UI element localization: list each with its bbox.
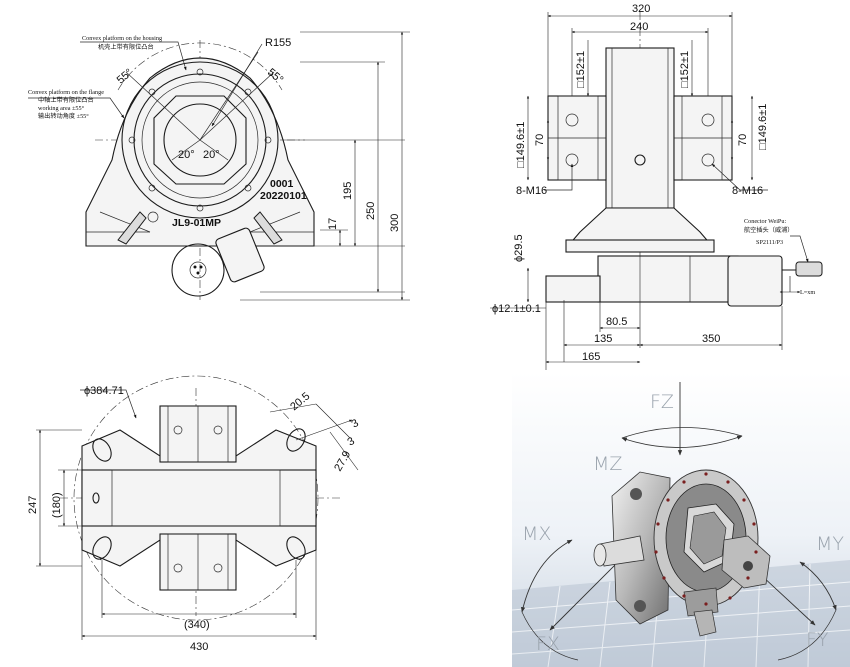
dim-180: (180) [51,492,63,518]
dim-17: 17 [327,218,339,230]
dim-320: 320 [632,3,650,15]
dim-70-left: 70 [534,134,546,146]
axis-label-mx: MX [522,523,551,545]
side-view: 320 240 □152±1 □152±1 □149.6±1 □149.6±1 … [490,3,823,370]
top-view: ϕ384.71 20.5 3 3 27.9 247 (180) (340) 43… [27,375,361,653]
connector-label-cn: 航空插头（威浦） [744,226,794,234]
connector-label-en: Conector WeiPu: [744,218,786,225]
bolt-spec-right: 8-M16 [732,185,763,197]
callout-convex-flange-en: Convex platform on the flange [28,89,104,96]
dim-20-5: 20.5 [288,390,312,413]
axis-label-fy: FY [806,629,829,651]
dim-3-b: 3 [346,435,357,448]
dim-80-5: 80.5 [606,316,627,328]
axis-label-my: MY [816,533,844,555]
dim-165: 165 [582,351,600,363]
dim-247: 247 [27,496,39,514]
slew-drive-3d-render [593,469,771,637]
connector-model: SP2111/P3 [756,239,783,246]
dim-sq1496-left: □149.6±1 [515,122,527,168]
dim-3-a: 3 [350,417,361,430]
callout-working-area-cn: 输出转动角度 ±55° [38,112,89,120]
callout-convex-flange-cn: 中轴上带有限位凸台 [38,96,94,104]
dim-sq1496-right: □149.6±1 [757,104,769,150]
serial-date: 20220101 [260,190,307,202]
dim-sq152-left: □152±1 [575,51,587,88]
dim-phi384-71: ϕ384.71 [84,385,124,397]
angle-left-label: 55° [115,67,135,87]
dim-135: 135 [594,333,612,345]
dim-phi29-5: ϕ29.5 [513,234,525,262]
dim-240: 240 [630,21,648,33]
cable-length: L=xm [800,289,815,296]
callout-convex-housing-cn: 机壳上带有限位凸台 [98,43,154,51]
dim-430: 430 [190,641,208,653]
callout-convex-housing-en: Convex platform on the housing [82,35,162,42]
dim-sq152-right: □152±1 [679,51,691,88]
axis-label-mz: MZ [593,453,622,475]
dim-350: 350 [702,333,720,345]
angle-inner-left-label: 20° [178,149,195,161]
angle-inner-right-label: 20° [203,149,220,161]
dim-250: 250 [365,202,377,220]
dim-phi12-1: ϕ12.1±0.1 [492,303,541,315]
axis-label-fx: FX [536,633,560,655]
dim-340: (340) [184,619,210,631]
angle-right-label: 55° [265,66,285,86]
radius-label: R155 [265,37,291,49]
axis-label-fz: FZ [650,391,674,413]
front-view: Convex platform on the housing 机壳上带有限位凸台… [28,31,410,301]
callout-working-area-en: working area ±55° [38,105,85,112]
dim-70-right: 70 [737,134,749,146]
model-plate: JL9-01MP [172,217,221,229]
dim-27-9: 27.9 [332,449,353,474]
dim-300: 300 [389,214,401,232]
bolt-spec-left: 8-M16 [516,185,547,197]
serial-number: 0001 [270,178,294,190]
dim-195: 195 [342,182,354,200]
render-view: FZ MZ MX MY FX FY [511,372,850,667]
